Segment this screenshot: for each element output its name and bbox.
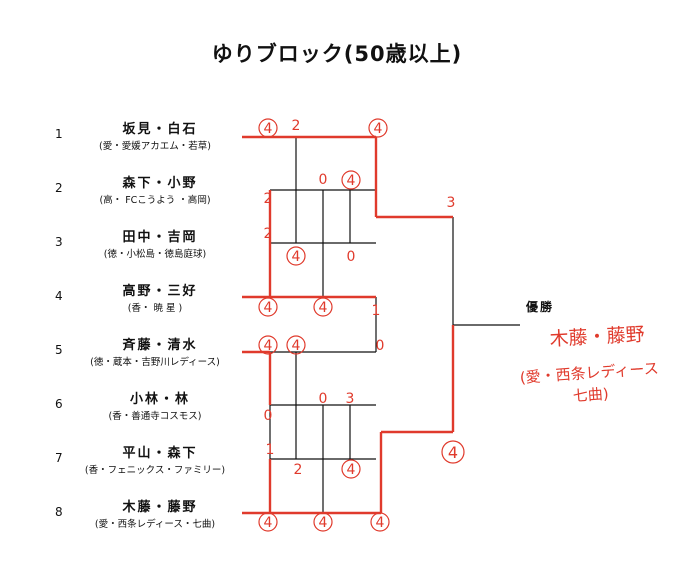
- score-mark: 4: [319, 515, 328, 531]
- winner-path: [242, 135, 455, 515]
- entry-pair: 小林・林: [129, 392, 190, 407]
- score-mark: 0: [319, 172, 328, 188]
- entry-4: 4 高野・三好 (香・ 暁 星 ): [0, 280, 250, 324]
- score-mark: 4: [448, 443, 458, 462]
- score-mark: 2: [264, 191, 273, 207]
- entry-6: 6 小林・林 (香・善通寺コスモス): [0, 388, 250, 432]
- entry-club: (愛・西条レディース・七曲): [94, 519, 216, 530]
- entry-number: 8: [55, 505, 63, 519]
- entry-pair: 田中・吉岡: [122, 230, 198, 245]
- score-mark: 4: [264, 121, 273, 137]
- score-mark: 4: [347, 462, 356, 478]
- entry-pair: 坂見・白石: [122, 122, 198, 137]
- entry-5: 5 斉藤・清水 (徳・蔵本・吉野川レディース): [0, 334, 250, 378]
- score-mark: 4: [292, 249, 301, 265]
- entry-pair: 平山・森下: [122, 446, 198, 461]
- entry-club: (徳・蔵本・吉野川レディース): [90, 357, 220, 368]
- score-mark: 0: [264, 408, 273, 424]
- score-mark: 4: [374, 121, 383, 137]
- entry-club: (香・善通寺コスモス): [108, 411, 202, 422]
- score-mark: 4: [264, 300, 273, 316]
- score-mark: 1: [372, 303, 381, 319]
- score-mark: 4: [264, 515, 273, 531]
- score-mark: 0: [319, 391, 328, 407]
- score-mark: 2: [292, 118, 301, 134]
- entry-7: 7 平山・森下 (香・フェニックス・ファミリー): [0, 442, 250, 486]
- entry-pair: 斉藤・清水: [122, 338, 198, 353]
- entry-3: 3 田中・吉岡 (徳・小松島・徳島庭球): [0, 226, 250, 270]
- bracket-lines: [269, 137, 520, 513]
- entry-club: (香・フェニックス・ファミリー): [84, 465, 226, 476]
- score-mark: 4: [264, 338, 273, 354]
- entry-club: (愛・愛媛アカエム・若草): [99, 141, 211, 152]
- entry-number: 7: [55, 451, 63, 465]
- score-mark: 2: [294, 462, 303, 478]
- entry-club: (徳・小松島・徳島庭球): [103, 249, 207, 260]
- entry-number: 2: [55, 181, 63, 195]
- score-mark: 4: [292, 338, 301, 354]
- score-mark: 4: [376, 515, 385, 531]
- score-mark: 0: [376, 338, 385, 354]
- winner-label: 優勝: [525, 300, 554, 314]
- entry-8: 8 木藤・藤野 (愛・西条レディース・七曲): [0, 496, 250, 540]
- entry-number: 3: [55, 235, 63, 249]
- entry-2: 2 森下・小野 (高・ FCこうよう ・高岡): [0, 172, 250, 216]
- score-mark: 3: [447, 195, 456, 211]
- entry-pair: 高野・三好: [122, 284, 198, 299]
- entry-1: 1 坂見・白石 (愛・愛媛アカエム・若草): [0, 118, 250, 162]
- entry-pair: 森下・小野: [122, 176, 198, 191]
- score-mark: 1: [266, 442, 275, 458]
- entry-club: (香・ 暁 星 ): [127, 303, 183, 314]
- entry-number: 1: [55, 127, 63, 141]
- score-mark: 3: [346, 391, 355, 407]
- entry-number: 5: [55, 343, 63, 357]
- entry-number: 4: [55, 289, 63, 303]
- score-mark: 4: [319, 300, 328, 316]
- page-title: ゆりブロック(50歳以上): [211, 42, 463, 66]
- entry-pair: 木藤・藤野: [122, 500, 198, 515]
- entry-club: (高・ FCこうよう ・高岡): [99, 195, 211, 206]
- score-mark: 0: [347, 249, 356, 265]
- score-mark: 2: [264, 226, 273, 242]
- match-scores: 4 2 4 2 0 4 2 4 0 4 4 1 3 4 4 0 0 0 3 1 …: [258, 118, 465, 532]
- score-mark: 4: [347, 173, 356, 189]
- entry-number: 6: [55, 397, 63, 411]
